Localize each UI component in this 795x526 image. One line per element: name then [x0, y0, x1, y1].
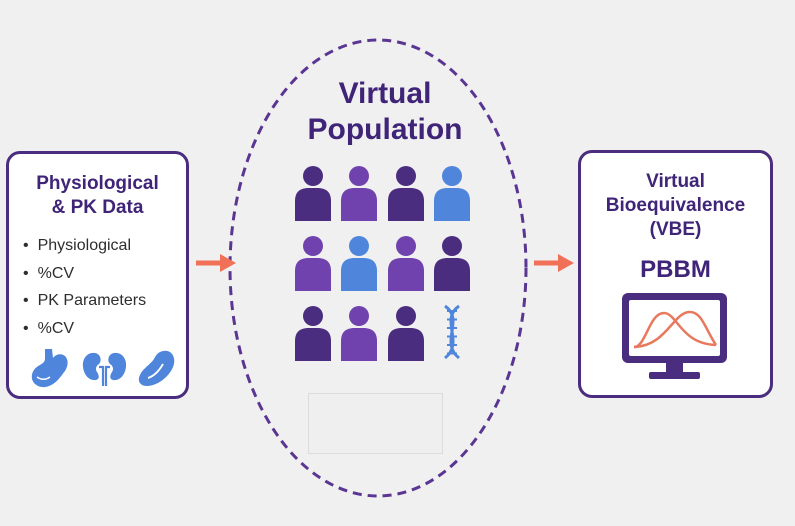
center-title-line2: Population: [307, 113, 463, 146]
person-icon: [388, 236, 424, 291]
arrow-center-to-right: [534, 254, 574, 272]
dna-icon: [443, 304, 461, 360]
liver-icon: [138, 350, 175, 386]
virtual-bioequivalence-card: Virtual Bioequivalence (VBE) PBBM: [578, 150, 773, 398]
placeholder-box: [308, 393, 443, 454]
person-icon: [295, 236, 331, 291]
pk-data-list: Physiological %CV PK Parameters %CV: [23, 232, 146, 342]
monitor-curves-icon: [622, 293, 727, 379]
person-icon: [341, 166, 377, 221]
kidneys-icon: [82, 352, 127, 386]
person-icon: [388, 166, 424, 221]
left-title-line1: Physiological: [36, 173, 159, 194]
right-title-line1: Virtual: [646, 171, 705, 192]
center-title-line1: Virtual: [338, 77, 432, 110]
person-icon: [388, 306, 424, 361]
organ-icons: [31, 349, 175, 388]
list-item: %CV: [23, 315, 146, 343]
person-icon: [341, 236, 377, 291]
arrow-left-to-center: [196, 254, 236, 272]
person-icon: [295, 166, 331, 221]
person-icon: [295, 306, 331, 361]
physiological-pk-data-title: Physiological & PK Data: [9, 172, 186, 220]
person-icon: [434, 166, 470, 221]
virtual-bioequivalence-title: Virtual Bioequivalence (VBE): [581, 170, 770, 242]
stomach-icon: [31, 349, 68, 388]
virtual-population-title: Virtual Population: [270, 76, 500, 148]
left-title-line2: & PK Data: [51, 197, 144, 218]
right-title-line3: (VBE): [649, 219, 702, 240]
person-icon: [341, 306, 377, 361]
list-item: %CV: [23, 260, 146, 288]
list-item: PK Parameters: [23, 287, 146, 315]
right-title-line2: Bioequivalence: [605, 195, 746, 216]
physiological-pk-data-card: Physiological & PK Data Physiological %C…: [6, 151, 189, 399]
virtual-population-oval: [228, 38, 528, 498]
person-icon: [434, 236, 470, 291]
list-item: Physiological: [23, 232, 146, 260]
pbbm-label: PBBM: [640, 256, 711, 283]
